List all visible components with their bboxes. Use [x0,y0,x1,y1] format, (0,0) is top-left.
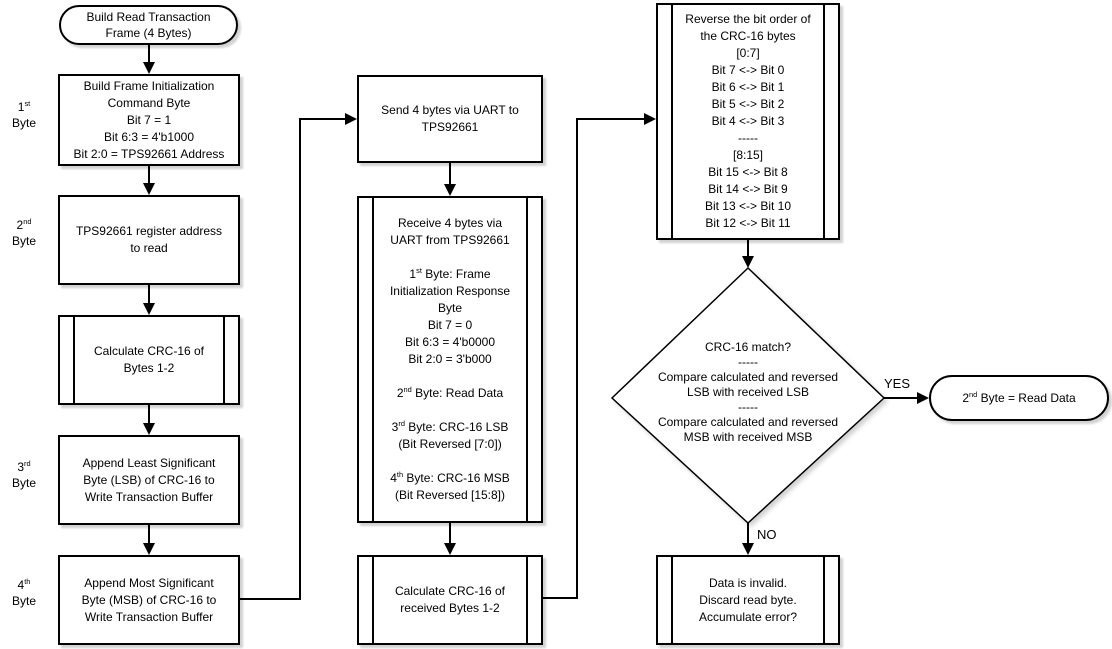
node-result-terminator: 2nd Byte = Read Data [929,375,1109,421]
node-data-invalid-text: Data is invalid.Discard read byte.Accumu… [698,575,798,624]
arrowhead-down-icon [444,184,456,196]
arrowhead-down-icon [742,256,754,268]
connector-msb-to-send [299,118,347,120]
predefined-process-bar [372,557,374,643]
connector-build-to-regaddr [148,166,150,186]
predefined-process-bar [223,317,225,403]
connector-crcrx-to-reverse [576,118,578,599]
arrowhead-right-icon [644,113,656,125]
predefined-process-bar [526,198,528,521]
arrowhead-right-icon [345,113,357,125]
edge-label-no: NO [757,527,777,542]
predefined-process-bar [526,557,528,643]
arrowhead-down-icon [143,183,155,195]
node-result-text: 2nd Byte = Read Data [962,389,1076,405]
arrowhead-down-icon [143,62,155,74]
connector-lsb-to-msb [148,525,150,546]
arrowhead-down-icon [143,543,155,555]
node-data-invalid: Data is invalid.Discard read byte.Accumu… [656,555,840,645]
predefined-process-bar [823,5,825,238]
connector-msb-to-send [240,598,301,600]
arrowhead-down-icon [444,543,456,555]
predefined-process-bar [73,317,75,403]
decision-text: CRC-16 match?-----Compare calculated and… [657,340,839,444]
connector-crcrx-to-reverse [576,118,646,120]
connector-send-to-receive [449,163,451,187]
arrowhead-right-icon [917,392,929,404]
connector-regaddr-to-crc [148,285,150,306]
predefined-process-bar [372,198,374,521]
connector-start-to-build [148,45,150,65]
predefined-process-bar [823,557,825,643]
connector-crc-to-lsb [148,405,150,426]
connector-msb-to-send [299,118,301,600]
arrowhead-down-icon [143,423,155,435]
connector-receive-to-crcrx [449,523,451,546]
edge-label-yes: YES [884,376,911,391]
predefined-process-bar [671,557,673,643]
connector-crcrx-to-reverse [543,597,578,599]
predefined-process-bar [671,5,673,238]
arrowhead-down-icon [742,543,754,555]
connector-decision-no [747,523,749,546]
connector-reverse-to-decision [747,240,749,260]
arrowhead-down-icon [143,303,155,315]
connector-decision-yes [884,397,920,399]
